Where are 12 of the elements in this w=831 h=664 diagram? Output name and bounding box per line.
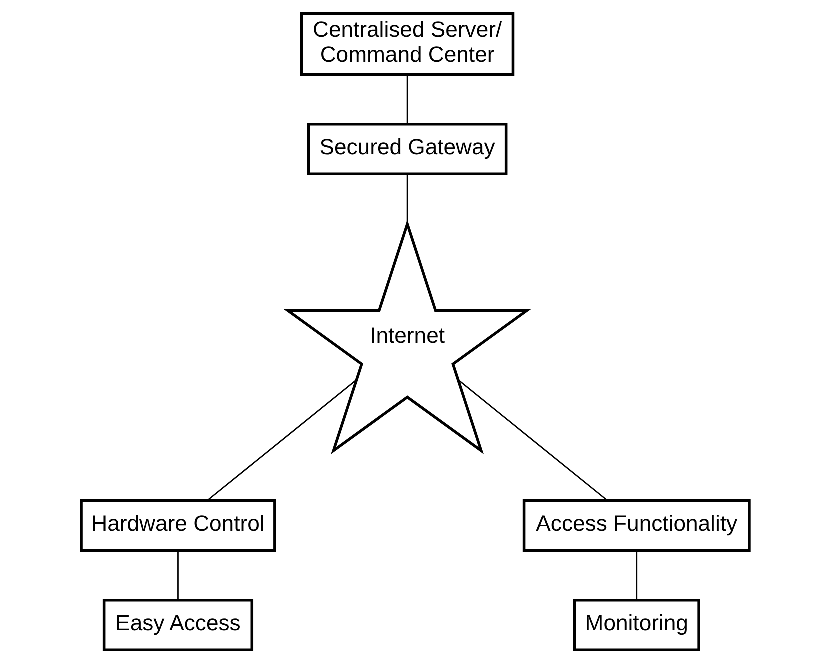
- connector: [406, 174, 408, 224]
- node-box: Centralised Server/ Command Center: [300, 12, 515, 76]
- node-box: Secured Gateway: [307, 123, 508, 176]
- connector: [636, 551, 638, 600]
- node-box: Access Functionality: [522, 500, 751, 552]
- connector: [406, 74, 408, 124]
- node-box: Hardware Control: [80, 500, 276, 552]
- connector: [458, 380, 608, 502]
- node-box: Easy Access: [102, 599, 254, 652]
- connector: [206, 380, 358, 502]
- connector: [178, 551, 179, 600]
- node-box: Monitoring: [573, 599, 700, 652]
